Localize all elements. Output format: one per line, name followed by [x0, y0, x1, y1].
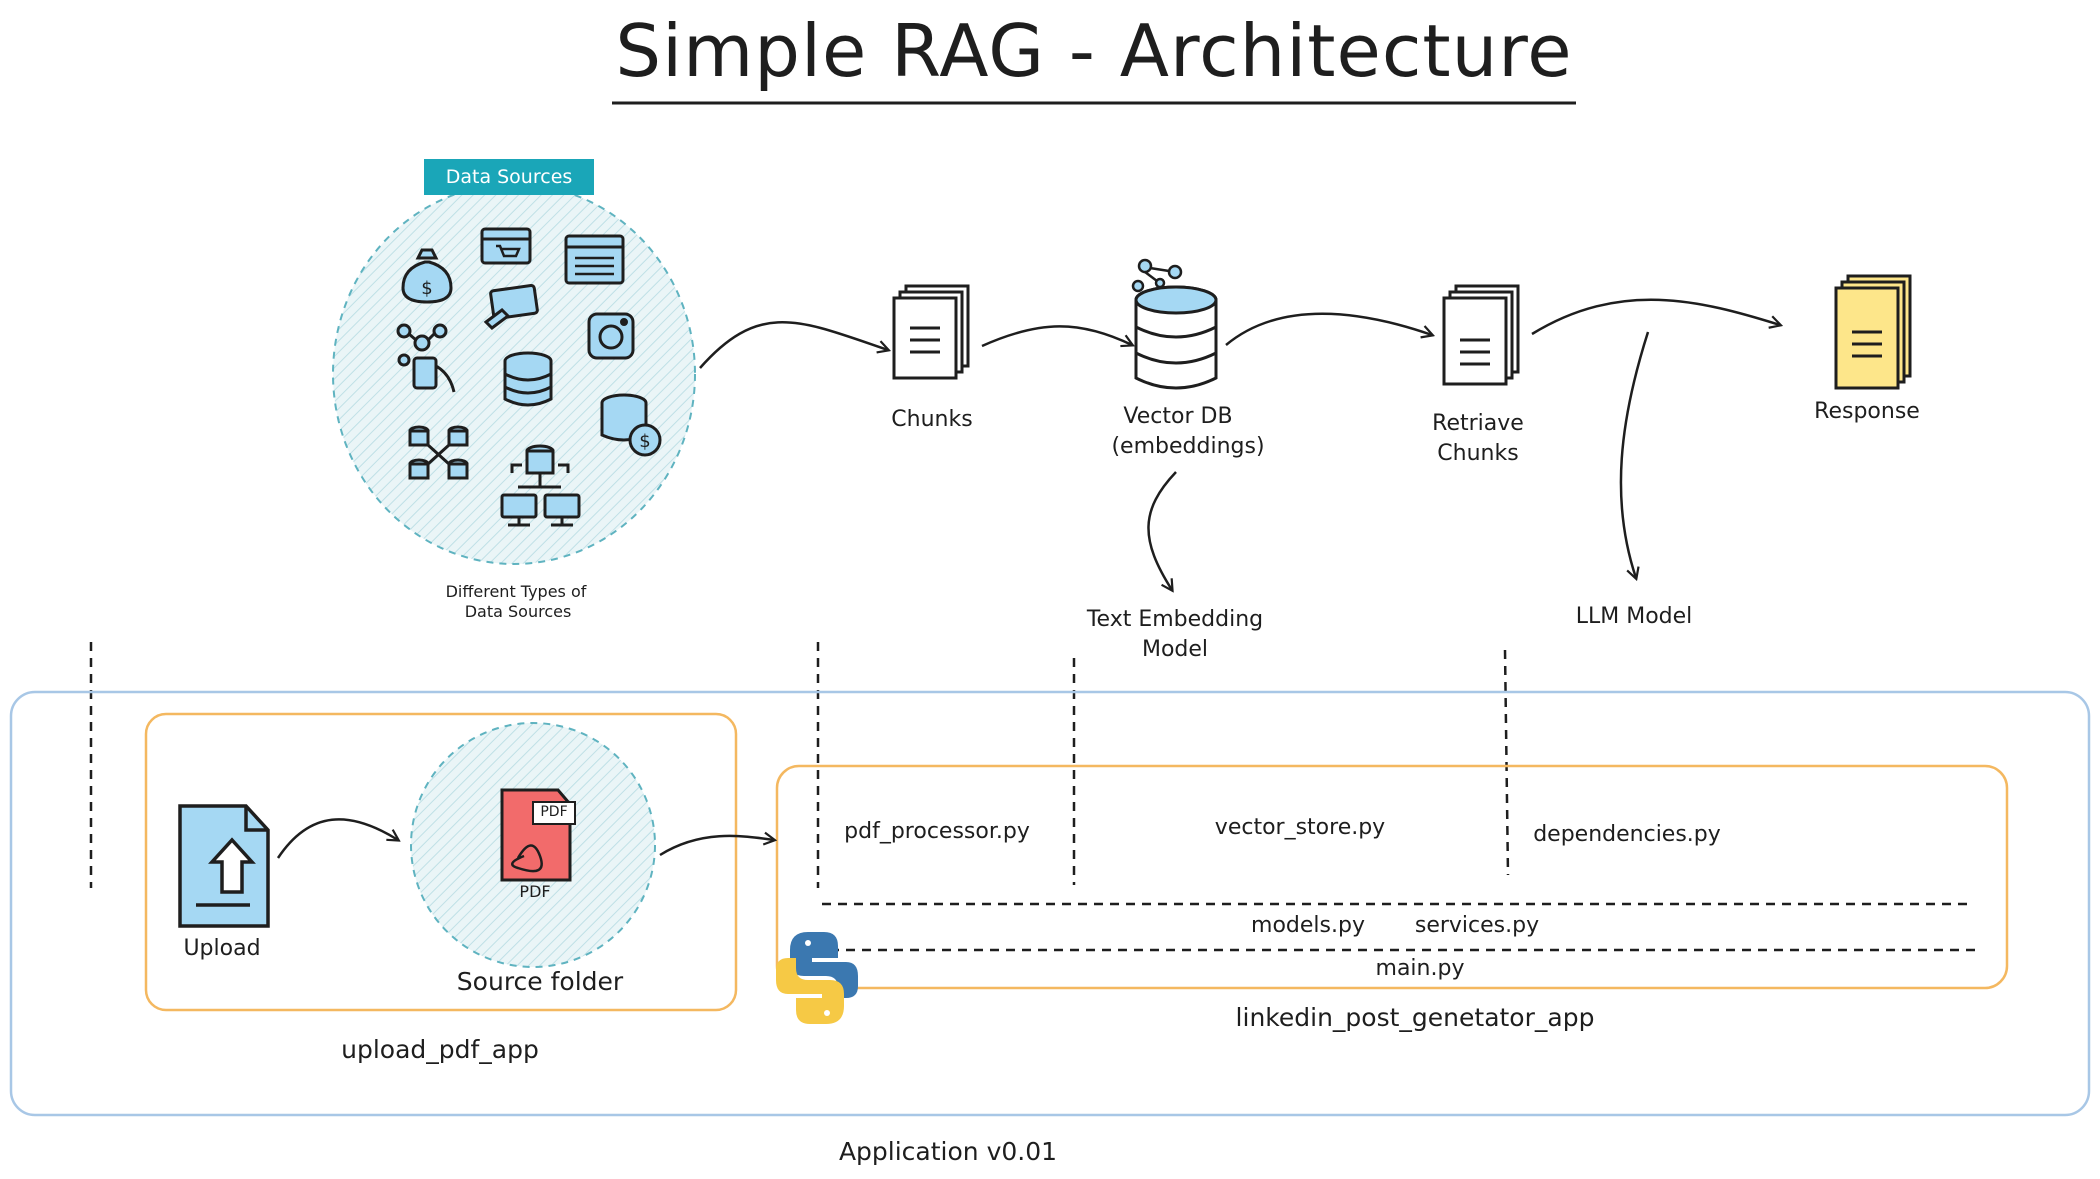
- retrieve-chunks-document-icon: [1442, 284, 1520, 386]
- network-person-icon: [396, 323, 456, 393]
- data-sources-badge: Data Sources: [424, 159, 594, 195]
- pdf-processor-file: pdf_processor.py: [844, 819, 1030, 844]
- camera-icon: [587, 312, 635, 360]
- services-file: services.py: [1414, 913, 1540, 938]
- arrow-to-llm-model: [1619, 331, 1650, 578]
- retrieve-chunks-label-1: Retriave: [1432, 411, 1524, 436]
- distributed-database-icon: [408, 425, 469, 480]
- upload-pdf-app-container: [144, 712, 738, 1012]
- pdf-tag-label: PDF: [540, 804, 568, 820]
- vector-store-file: vector_store.py: [1214, 815, 1386, 840]
- database-computers-icon: [500, 444, 581, 527]
- llm-model-label: LLM Model: [1575, 604, 1693, 629]
- svg-text:$: $: [421, 278, 432, 299]
- money-bag-icon: $: [401, 248, 453, 304]
- response-label: Response: [1814, 399, 1920, 424]
- browser-list-icon: [564, 234, 625, 285]
- text-embedding-model-label-1: Text Embedding: [1086, 607, 1264, 632]
- separator-dependencies: [1503, 649, 1510, 876]
- upload-file-icon: [178, 804, 270, 928]
- retrieve-chunks-label-2: Chunks: [1437, 441, 1519, 466]
- upload-pdf-app-label: upload_pdf_app: [341, 1035, 539, 1064]
- chunks-document-icon: [892, 284, 970, 380]
- response-document-icon: [1834, 274, 1912, 390]
- shopping-cart-browser-icon: [480, 227, 532, 265]
- python-logo-icon: [776, 932, 858, 1024]
- dependencies-file: dependencies.py: [1533, 822, 1721, 847]
- chunks-label: Chunks: [891, 407, 973, 432]
- arrow-to-response: [1531, 298, 1780, 336]
- vector-db-icon: [1131, 258, 1218, 390]
- arrow-to-embedding-model: [1147, 471, 1177, 590]
- page-title: Simple RAG - Architecture: [615, 9, 1573, 93]
- arrow-to-chunks: [699, 321, 888, 369]
- vector-db-sublabel: (embeddings): [1111, 434, 1265, 459]
- main-file: main.py: [1375, 956, 1465, 981]
- data-sources-caption-1: Different Types of: [445, 582, 587, 601]
- arrow-to-retrieve: [1225, 312, 1432, 346]
- application-container: [9, 690, 2091, 1117]
- upload-label: Upload: [183, 936, 261, 961]
- database-icon: [503, 351, 553, 407]
- linkedin-app-label: linkedin_post_genetator_app: [1235, 1003, 1595, 1032]
- coin-database-icon: $: [600, 393, 662, 457]
- text-embedding-model-label-2: Model: [1141, 637, 1209, 662]
- linkedin-app-container: [775, 764, 2009, 990]
- pdf-file-icon: [500, 788, 576, 882]
- source-folder-label: Source folder: [456, 967, 624, 996]
- data-sources-caption-2: Data Sources: [464, 602, 572, 621]
- pdf-caption: PDF: [519, 882, 551, 901]
- arrow-to-vector-db: [981, 325, 1132, 346]
- signature-card-icon: [483, 283, 539, 330]
- models-file: models.py: [1251, 913, 1365, 938]
- arrow-to-source-folder: [276, 818, 398, 859]
- application-label: Application v0.01: [838, 1137, 1058, 1166]
- svg-text:$: $: [639, 431, 650, 452]
- vector-db-label: Vector DB: [1123, 404, 1233, 429]
- arrow-to-linkedin-app: [659, 836, 774, 857]
